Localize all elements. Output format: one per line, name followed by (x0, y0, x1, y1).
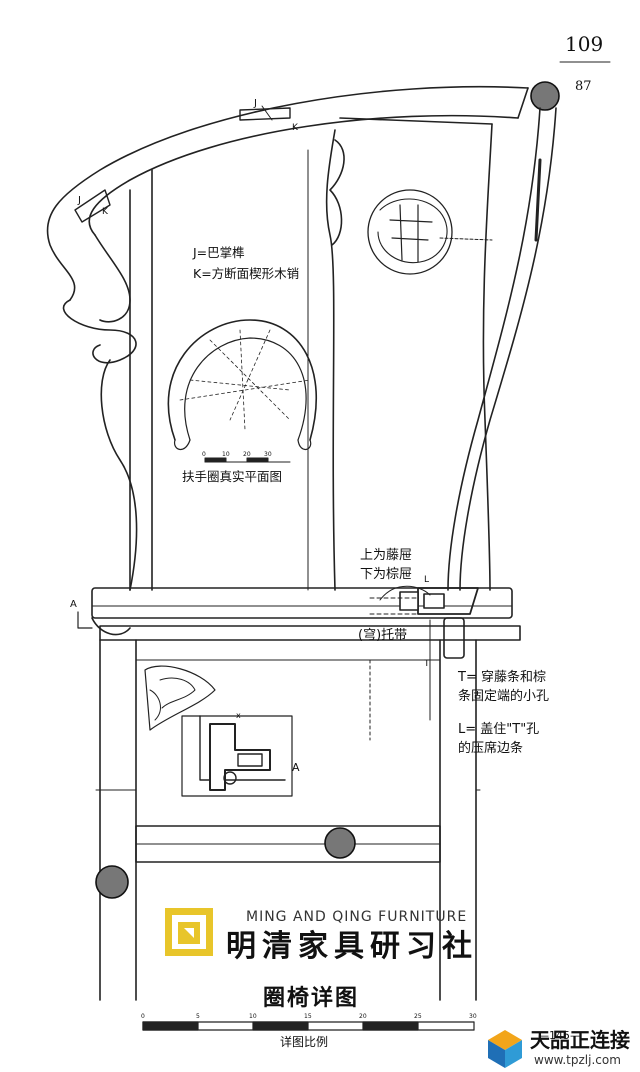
legend-k: K=方断面楔形木销 (193, 266, 300, 281)
joint-cut-top (261, 105, 273, 121)
scale-tick-5: 5 (196, 1013, 200, 1020)
splat-shaping (329, 139, 345, 246)
label-k-top: K (292, 123, 298, 133)
l-note-line-2: 的压席边条 (458, 741, 524, 756)
label-t-mark: T (424, 659, 430, 669)
leg-section (95, 865, 129, 899)
plan-scale-bar (204, 457, 291, 463)
seat-layer-top: 上为藤屉 (360, 548, 413, 563)
page-footer: —145— (538, 1029, 581, 1042)
scale-tick-10: 10 (249, 1013, 257, 1020)
label-k-left: K (102, 207, 108, 217)
t-hole (423, 593, 445, 609)
post-section-top (530, 81, 560, 111)
splat-medallion (367, 189, 453, 275)
watermark-english: MING AND QING FURNITURE (246, 909, 468, 925)
t-note-line-1: T= 穿藤条和棕 (458, 670, 546, 685)
plan-tick-10: 10 (222, 451, 230, 458)
scale-label: 详图比例 (280, 1035, 329, 1049)
arm-scroll (62, 299, 137, 364)
plan-view-title: 扶手圈真实平面图 (182, 469, 283, 484)
seat-moulding (91, 617, 131, 636)
back-splat-left (325, 129, 336, 591)
plan-tick-0: 0 (202, 451, 206, 458)
label-l-mark: L (424, 575, 430, 585)
plan-view-construction (179, 329, 311, 431)
crest-rail-outer (46, 85, 529, 301)
l-strip (399, 591, 419, 611)
rear-post-inner (447, 107, 541, 591)
scale-tick-15: 15 (304, 1013, 312, 1020)
seat-layer-bottom: 下为棕屉 (360, 567, 413, 582)
tuodai-label: (穹)托带 (358, 628, 408, 643)
scale-tick-30: 30 (469, 1013, 477, 1020)
l-note-line-1: L= 盖住"T"孔 (458, 722, 540, 737)
spandrel-carving (144, 665, 216, 731)
scale-tick-25: 25 (414, 1013, 422, 1020)
back-splat-right (482, 123, 493, 591)
post-inset-line (534, 158, 542, 242)
page-number: 109 (565, 32, 604, 56)
legend-j: J=巴掌榫 (193, 245, 245, 260)
site-logo-icon (488, 1030, 522, 1068)
j-joint-top (239, 107, 291, 121)
plan-tick-30: 30 (264, 451, 272, 458)
figure-caption: 圈椅详图 (263, 986, 360, 1011)
watermark-logo (165, 908, 213, 956)
label-j-top: J (254, 98, 257, 109)
rear-post-outer (459, 107, 557, 591)
section-mark-a-left: A (70, 599, 77, 610)
joint-mark-x: x (236, 711, 241, 720)
seat-apron (99, 625, 521, 641)
crest-rail-inner (88, 114, 519, 236)
watermark-chinese: 明清家具研习社 (226, 929, 478, 964)
arm-support (100, 359, 138, 591)
joint-profile (209, 723, 271, 791)
detail-scale-bar (142, 1021, 475, 1031)
plan-tick-20: 20 (243, 451, 251, 458)
seat-frame (91, 587, 513, 619)
figure-reference: 87 (575, 79, 592, 94)
scale-tick-0: 0 (141, 1013, 145, 1020)
scale-tick-20: 20 (359, 1013, 367, 1020)
crest-rail-end (517, 87, 529, 119)
arm-scroll-inner (94, 234, 131, 323)
t-note-line-2: 条固定端的小孔 (458, 689, 550, 704)
rail-underside (339, 117, 493, 125)
site-url: www.tpzlj.com (534, 1053, 621, 1067)
tuodai-section (443, 617, 465, 659)
plan-view-arc (167, 319, 318, 441)
site-name: 天品正连接 (530, 1028, 630, 1052)
label-j-left: J (78, 195, 81, 206)
j-joint-left (74, 189, 111, 223)
joint-detail-box (181, 715, 293, 797)
section-mark-a-center: A (292, 761, 300, 774)
stretcher-section (324, 827, 356, 859)
